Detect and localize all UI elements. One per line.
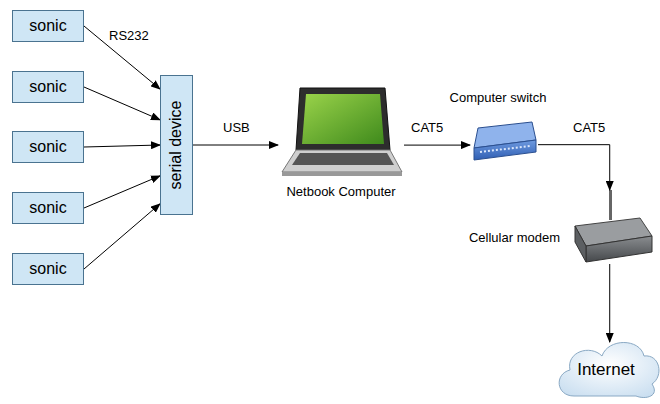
connector: [538, 145, 610, 190]
signal-label: CAT5: [410, 120, 444, 135]
modem-node: Cellular modem: [572, 190, 654, 264]
sensor-box: sonic: [12, 71, 84, 103]
switch-illustration: [474, 122, 536, 160]
connector: [609, 264, 610, 342]
signal-label: RS232: [108, 28, 150, 43]
device-caption: Netbook Computer: [286, 184, 395, 199]
modem-illustration: [575, 190, 652, 262]
netbook-illustration: [282, 88, 402, 176]
connector: [84, 87, 160, 120]
switch-node: Computer switch: [470, 118, 538, 164]
cloud-node: Internet: [556, 342, 656, 398]
sensor-box: sonic: [12, 253, 84, 285]
connector: [84, 145, 160, 147]
box-label: sonic: [29, 138, 66, 156]
signal-label: CAT5: [572, 120, 606, 135]
signal-label: USB: [222, 120, 251, 135]
netbook-node: Netbook Computer: [278, 84, 404, 178]
connector: [84, 204, 160, 269]
device-caption: Computer switch: [450, 90, 547, 105]
device-caption: Cellular modem: [469, 230, 560, 245]
sensor-box: sonic: [12, 10, 84, 42]
box-label: sonic: [29, 17, 66, 35]
box-label: sonic: [29, 199, 66, 217]
vertical-label: serial device: [168, 101, 186, 190]
cloud-label: Internet: [556, 360, 656, 380]
connector: [404, 145, 470, 146]
serial-device-box: serial device: [160, 75, 193, 215]
connector: [193, 145, 278, 146]
sensor-box: sonic: [12, 131, 84, 163]
connector: [84, 26, 160, 89]
box-label: sonic: [29, 78, 66, 96]
sensor-box: sonic: [12, 192, 84, 224]
connector: [84, 176, 160, 208]
box-label: sonic: [29, 260, 66, 278]
